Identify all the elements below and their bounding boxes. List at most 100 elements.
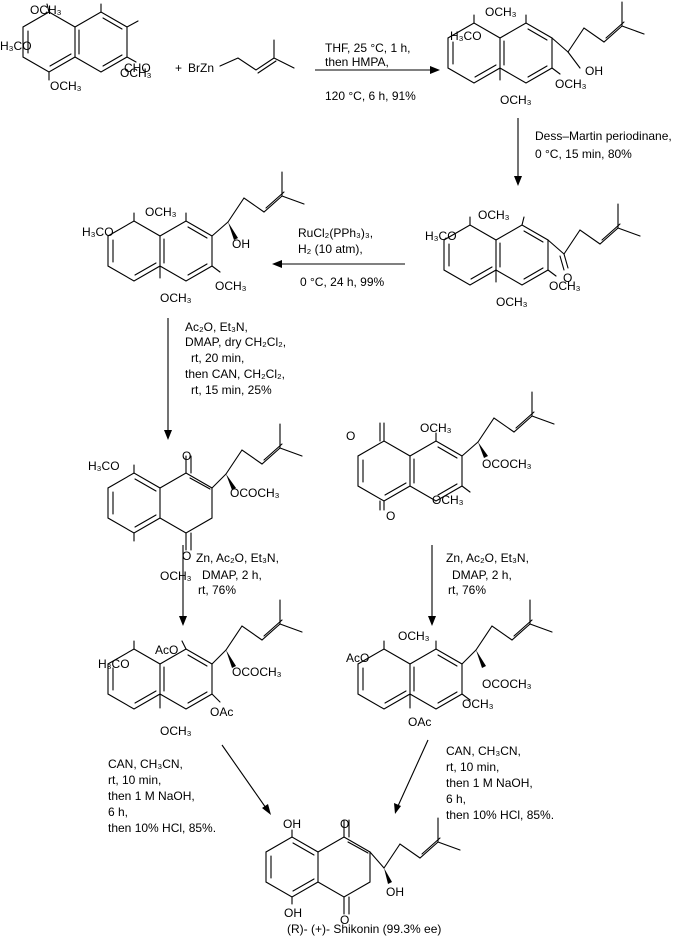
svg-text:AcO: AcO xyxy=(346,651,369,665)
svg-text:OCH₃: OCH₃ xyxy=(500,93,532,107)
svg-text:0 °C, 24 h, 99%: 0 °C, 24 h, 99% xyxy=(300,275,385,289)
svg-text:OCH₃: OCH₃ xyxy=(496,295,528,309)
svg-text:DMAP, 2 h,: DMAP, 2 h, xyxy=(202,568,262,582)
svg-text:CAN, CH₃CN,: CAN, CH₃CN, xyxy=(108,757,183,771)
plus-sign: + xyxy=(175,61,182,75)
diacetate-right: OCH₃ AcO OCOCH₃ OCH₃ OAc xyxy=(346,599,553,729)
ketone-intermediate: OCH₃ H₃CO O OCH₃ OCH₃ xyxy=(425,203,641,309)
svg-text:O: O xyxy=(340,817,349,831)
svg-text:OCH₃: OCH₃ xyxy=(478,208,510,222)
svg-text:OH: OH xyxy=(585,64,603,78)
svg-text:6 h,: 6 h, xyxy=(446,792,466,806)
arrow-step3 xyxy=(272,260,405,268)
arrow-step1 xyxy=(315,66,440,74)
svg-text:OCOCH₃: OCOCH₃ xyxy=(230,486,280,500)
svg-text:6 h,: 6 h, xyxy=(108,805,128,819)
svg-text:O: O xyxy=(182,449,191,463)
svg-text:O: O xyxy=(182,549,191,563)
svg-text:then 10% HCl, 85%.: then 10% HCl, 85%. xyxy=(446,808,554,822)
svg-text:OCH₃: OCH₃ xyxy=(215,279,247,293)
svg-text:RuCl₂(PPh₃)₃,: RuCl₂(PPh₃)₃, xyxy=(298,226,373,240)
svg-text:OCOCH₃: OCOCH₃ xyxy=(232,665,282,679)
svg-text:OH: OH xyxy=(232,237,250,251)
svg-text:rt, 15 min, 25%: rt, 15 min, 25% xyxy=(191,383,272,397)
svg-text:rt, 76%: rt, 76% xyxy=(198,583,236,597)
svg-text:OCH₃: OCH₃ xyxy=(145,205,177,219)
arrow-step6b xyxy=(394,739,429,814)
svg-text:H₂ (10 atm),: H₂ (10 atm), xyxy=(298,242,363,256)
svg-text:rt, 10 min,: rt, 10 min, xyxy=(446,760,499,774)
svg-text:OCOCH₃: OCOCH₃ xyxy=(482,677,532,691)
svg-text:OH: OH xyxy=(386,885,404,899)
svg-text:OCH₃: OCH₃ xyxy=(485,5,517,19)
conditions-step1: THF, 25 °C, 1 h, then HMPA, 120 °C, 6 h,… xyxy=(325,41,416,103)
svg-text:OCH₃: OCH₃ xyxy=(555,77,587,91)
svg-text:CAN, CH₃CN,: CAN, CH₃CN, xyxy=(446,744,521,758)
arrow-step5a xyxy=(179,545,187,626)
arrow-step5b xyxy=(428,545,436,626)
product-caption: (R)- (+)- Shikonin (99.3% ee) xyxy=(287,922,441,936)
label-och3: OCH₃ xyxy=(30,3,62,17)
shikonin-product: OH O OH OH O xyxy=(265,817,461,927)
svg-text:AcO: AcO xyxy=(155,643,178,657)
svg-text:O: O xyxy=(346,429,355,443)
label-och3: OCH₃ xyxy=(120,66,152,80)
svg-text:then 1 M NaOH,: then 1 M NaOH, xyxy=(108,789,195,803)
svg-text:OCH₃: OCH₃ xyxy=(462,697,494,711)
svg-text:Zn, Ac₂O, Et₃N,: Zn, Ac₂O, Et₃N, xyxy=(446,551,529,565)
prenyl-zinc-reagent: BrZn xyxy=(188,39,295,75)
svg-text:Dess–Martin periodinane,: Dess–Martin periodinane, xyxy=(535,129,672,143)
conditions-step3: RuCl₂(PPh₃)₃, H₂ (10 atm), 0 °C, 24 h, 9… xyxy=(298,226,385,289)
arrow-step4 xyxy=(164,318,172,440)
svg-text:0 °C, 15 min, 80%: 0 °C, 15 min, 80% xyxy=(535,147,632,161)
svg-text:OCH₃: OCH₃ xyxy=(549,279,581,293)
svg-text:OCH₃: OCH₃ xyxy=(432,493,464,507)
svg-text:OCH₃: OCH₃ xyxy=(420,421,452,435)
svg-text:Zn, Ac₂O, Et₃N,: Zn, Ac₂O, Et₃N, xyxy=(196,551,279,565)
conditions-step5a: Zn, Ac₂O, Et₃N, DMAP, 2 h, rt, 76% xyxy=(196,551,279,597)
svg-text:rt, 20 min,: rt, 20 min, xyxy=(191,351,244,365)
conditions-step2: Dess–Martin periodinane, 0 °C, 15 min, 8… xyxy=(535,129,672,161)
racemic-alcohol: OCH₃ H₃CO OH OCH₃ OCH₃ xyxy=(447,1,645,107)
label-brzn: BrZn xyxy=(188,61,214,75)
svg-text:then 1 M NaOH,: then 1 M NaOH, xyxy=(446,776,533,790)
arrow-step6a xyxy=(221,744,271,815)
svg-text:H₃CO: H₃CO xyxy=(450,29,482,43)
label-och3: OCH₃ xyxy=(50,79,82,93)
svg-text:DMAP, dry CH₂Cl₂,: DMAP, dry CH₂Cl₂, xyxy=(185,335,286,349)
svg-text:OH: OH xyxy=(283,817,301,831)
conditions-step6a: CAN, CH₃CN, rt, 10 min, then 1 M NaOH, 6… xyxy=(108,757,216,835)
svg-text:H₃CO: H₃CO xyxy=(82,225,114,239)
conditions-step6b: CAN, CH₃CN, rt, 10 min, then 1 M NaOH, 6… xyxy=(446,744,554,822)
start-aldehyde: OCH₃ H₃CO OCH₃ OCH₃ CHO xyxy=(0,3,152,93)
svg-text:OCH₃: OCH₃ xyxy=(160,724,192,738)
diacetate-left: AcO H₃CO OCOCH₃ OAc OCH₃ xyxy=(98,599,303,738)
r-alcohol-intermediate: OCH₃ H₃CO OH OCH₃ OCH₃ xyxy=(82,171,305,305)
svg-text:THF, 25 °C, 1 h,: THF, 25 °C, 1 h, xyxy=(325,41,411,55)
svg-text:OAc: OAc xyxy=(408,715,431,729)
conditions-step5b: Zn, Ac₂O, Et₃N, DMAP, 2 h, rt, 76% xyxy=(446,551,529,597)
svg-text:then 10% HCl, 85%.: then 10% HCl, 85%. xyxy=(108,821,216,835)
svg-text:H₃CO: H₃CO xyxy=(425,229,457,243)
arrow-step2 xyxy=(514,118,522,186)
svg-text:then HMPA,: then HMPA, xyxy=(325,55,389,69)
svg-text:then CAN, CH₂Cl₂,: then CAN, CH₂Cl₂, xyxy=(185,367,285,381)
svg-text:OCOCH₃: OCOCH₃ xyxy=(482,457,532,471)
svg-text:H₃CO: H₃CO xyxy=(88,459,120,473)
svg-text:O: O xyxy=(386,509,395,523)
svg-text:O: O xyxy=(563,271,572,285)
quinone-isomer-right: OCH₃ O OCOCH₃ OCH₃ O xyxy=(346,391,555,523)
svg-text:OCH₃: OCH₃ xyxy=(160,291,192,305)
label-cho: CHO xyxy=(124,61,151,75)
svg-text:H₃CO: H₃CO xyxy=(98,657,130,671)
label-h3co: H₃CO xyxy=(0,39,32,53)
svg-text:120 °C, 6 h, 91%: 120 °C, 6 h, 91% xyxy=(325,89,416,103)
svg-text:DMAP, 2 h,: DMAP, 2 h, xyxy=(452,568,512,582)
svg-text:OCH₃: OCH₃ xyxy=(160,569,192,583)
svg-text:OH: OH xyxy=(284,906,302,920)
svg-text:rt, 76%: rt, 76% xyxy=(448,583,486,597)
svg-text:Ac₂O, Et₃N,: Ac₂O, Et₃N, xyxy=(185,320,248,334)
svg-text:O: O xyxy=(340,913,349,927)
svg-text:OAc: OAc xyxy=(210,705,233,719)
